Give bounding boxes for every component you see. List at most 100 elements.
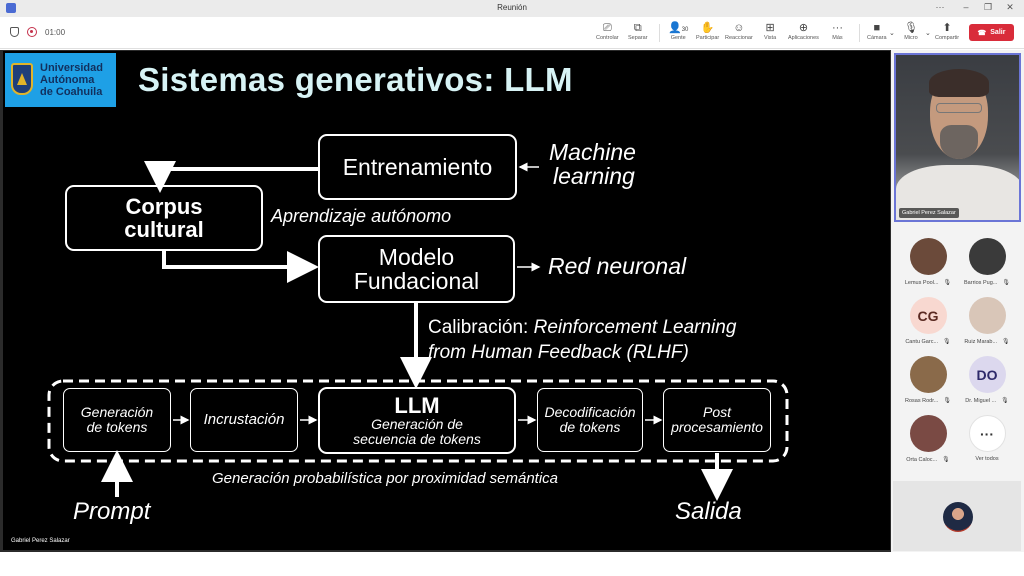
avatar-initials: CG: [909, 297, 947, 334]
grid-icon: ⊞: [765, 22, 775, 34]
toolbar-divider: [659, 24, 660, 42]
camera-options-chevron[interactable]: ⌄: [889, 27, 895, 41]
participant-name: Cantu Garc...: [905, 338, 939, 345]
mic-button[interactable]: 🎙 Micro: [904, 22, 918, 41]
crest-icon: [11, 63, 33, 95]
self-name-tag: Gabriel Perez Salazar: [899, 208, 959, 218]
box-text: cultural: [124, 217, 204, 242]
avatar-initials: DO: [968, 356, 1006, 393]
leave-button[interactable]: ☎ Salir: [969, 24, 1014, 41]
label-calibracion: Calibración: Reinforcement Learning from…: [428, 316, 736, 365]
participant-name: Ruiz Marab...: [964, 338, 998, 345]
box-incrustacion: Incrustación: [190, 388, 298, 452]
video-beard: [940, 125, 978, 159]
box-text: Entrenamiento: [342, 153, 493, 180]
box-decodificacion: Decodificación de tokens: [537, 388, 643, 452]
react-button[interactable]: ☺ Reaccionar: [725, 22, 753, 41]
label-line: Machine: [549, 139, 636, 165]
box-modelo-fundacional: Modelo Fundacional: [318, 235, 515, 303]
smiley-icon: ☺: [733, 22, 745, 34]
shared-slide: Universidad Autónoma de Coahuila Sistema…: [3, 51, 890, 550]
label-aprendizaje-autonomo: Aprendizaje autónomo: [271, 206, 452, 226]
mic-off-icon: 🎙: [942, 457, 950, 463]
label-line: Calibración:: [428, 317, 529, 338]
presenter-name-tag: Gabriel Perez Salazar: [11, 538, 70, 544]
avatar-photo: [909, 356, 947, 393]
participant-name-row: Rosas Rodr... 🎙: [905, 397, 951, 405]
participant-name: Rosas Rodr...: [905, 397, 939, 404]
participant-tile[interactable]: DO Dr. Miguel ...🎙: [957, 356, 1017, 404]
presenter-mini-tile[interactable]: [893, 481, 1021, 551]
participant-tile[interactable]: Lemus Pool... 🎙: [898, 238, 958, 286]
box-text: Modelo: [378, 243, 455, 270]
chevron-down-icon: ⌄: [889, 30, 895, 37]
hang-up-icon: ☎: [977, 29, 987, 37]
mic-options-chevron[interactable]: ⌄: [925, 27, 931, 41]
label-line: learning: [553, 163, 635, 190]
participant-name: Orta Caloc...: [906, 456, 938, 463]
participant-name-row: Dr. Miguel ...🎙: [965, 397, 1009, 405]
participant-name: Lemus Pool...: [904, 279, 939, 286]
pipeline-dashed-frame: [47, 379, 789, 463]
self-video-tile[interactable]: Gabriel Perez Salazar: [894, 53, 1021, 222]
label-machine-learning: Machine learning: [549, 140, 636, 188]
participant-tile[interactable]: Barrios Pug...🎙: [957, 238, 1017, 286]
video-hair: [929, 69, 989, 97]
control-button[interactable]: ⎚ Controlar: [596, 22, 619, 41]
raise-hand-button[interactable]: ✋ Participar: [696, 22, 720, 41]
share-button[interactable]: ⬆ Compartir: [935, 22, 960, 41]
mic-off-icon: 🎙: [943, 280, 952, 286]
label-prompt: Prompt: [73, 498, 151, 525]
box-title: LLM: [394, 393, 440, 419]
label-red-neuronal: Red neuronal: [548, 253, 687, 279]
window-title: Reunión: [497, 3, 527, 12]
box-text: de tokens: [86, 419, 148, 435]
title-bar: Reunión ··· – ❐ ✕: [0, 0, 1024, 17]
mic-off-icon: 🎙: [943, 339, 951, 345]
participant-name: Barrios Pug...: [964, 279, 998, 286]
label-line: from Human Feedback (RLHF): [428, 341, 689, 363]
box-text: secuencia de tokens: [353, 431, 481, 448]
box-text: Corpus: [125, 193, 203, 219]
camera-button[interactable]: ■ Cámara: [867, 22, 887, 41]
close-icon[interactable]: ✕: [1006, 2, 1014, 12]
box-post-procesamiento: Post procesamiento: [663, 388, 771, 452]
minimize-icon[interactable]: –: [963, 2, 969, 12]
apps-button[interactable]: ⊕ Aplicaciones: [788, 22, 819, 41]
screen-control-icon: ⎚: [602, 22, 612, 34]
arrow-entrenamiento-to-corpus: [144, 161, 319, 193]
mic-off-icon: 🎙: [943, 398, 951, 404]
view-all-button[interactable]: ···Ver todos: [957, 415, 1017, 462]
avatar-photo: [909, 238, 947, 275]
participant-tile[interactable]: Orta Caloc... 🎙: [898, 415, 958, 463]
more-options-icon[interactable]: ···: [935, 2, 945, 12]
box-corpus-cultural: Corpus cultural: [65, 185, 263, 251]
participant-tile[interactable]: Rosas Rodr... 🎙: [898, 356, 958, 404]
box-entrenamiento: Entrenamiento: [318, 134, 517, 200]
logo-line: Universidad: [40, 62, 103, 74]
slide-title: Sistemas generativos: LLM: [138, 61, 573, 98]
participant-name-row: Orta Caloc... 🎙: [906, 456, 950, 464]
add-app-icon: ⊕: [798, 22, 809, 34]
more-button[interactable]: ··· Más: [832, 22, 843, 41]
box-text: procesamiento: [671, 419, 763, 435]
participant-tile[interactable]: CG Cantu Garc... 🎙: [898, 297, 958, 345]
box-text: Fundacional: [353, 268, 480, 294]
restore-icon[interactable]: ❐: [983, 2, 993, 12]
avatar-photo: [968, 238, 1006, 275]
participant-name: Dr. Miguel ...: [965, 397, 997, 404]
view-button[interactable]: ⊞ Vista: [764, 22, 777, 41]
pop-out-button[interactable]: ⧉ Separar: [628, 22, 648, 41]
pop-out-icon: ⧉: [633, 22, 642, 34]
label-line: Reinforcement Learning: [533, 317, 737, 338]
raise-hand-icon: ✋: [700, 22, 715, 34]
mic-off-icon: 🎙: [904, 22, 918, 34]
avatar-photo: [909, 415, 947, 452]
people-button[interactable]: 👤30 Gente: [668, 22, 689, 41]
participant-name-row: Barrios Pug...🎙: [964, 279, 1010, 287]
participant-tile[interactable]: Ruiz Marab...🎙: [957, 297, 1017, 345]
chevron-down-icon: ⌄: [925, 30, 931, 37]
label-salida: Salida: [675, 498, 742, 525]
diagram-connectors: [47, 161, 789, 501]
more-icon: ···: [832, 22, 843, 34]
